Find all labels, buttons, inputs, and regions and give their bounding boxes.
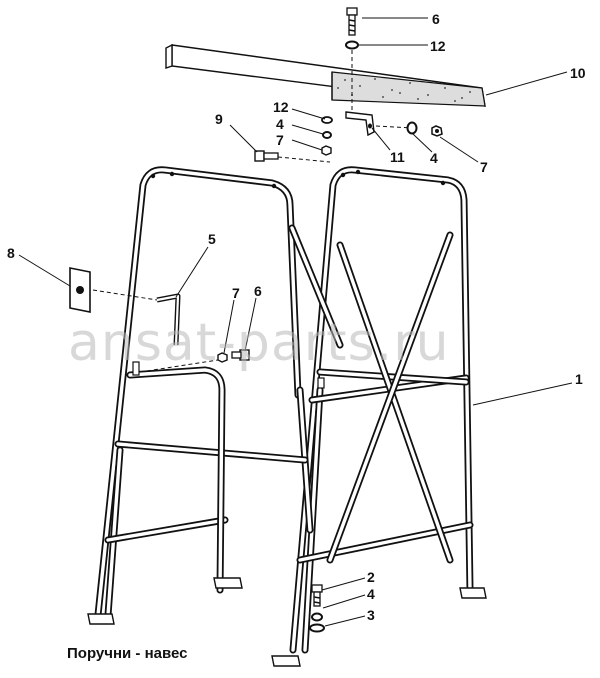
callout-4-left: 4 — [276, 116, 284, 132]
leader-lines — [18, 17, 573, 627]
washer-12 — [321, 116, 333, 124]
callout-11: 11 — [390, 149, 405, 165]
foot-washer — [309, 623, 325, 633]
callout-4-bottom: 4 — [367, 586, 375, 602]
handle — [156, 293, 181, 346]
railing-frame — [87, 166, 487, 667]
callout-4-right: 4 — [430, 150, 438, 166]
canopy-washer — [345, 40, 359, 50]
callout-7-mid: 7 — [232, 285, 240, 301]
hoop-bolt — [231, 349, 250, 361]
callout-7-right: 7 — [480, 159, 488, 175]
callout-8: 8 — [7, 245, 15, 261]
foot-lock-washer — [311, 612, 323, 622]
canopy-board — [165, 43, 486, 107]
foot-bolt — [311, 584, 323, 607]
callout-6-top: 6 — [432, 11, 440, 27]
bracket-lock-washer — [406, 121, 418, 135]
bolt-9 — [254, 150, 279, 162]
callout-12-top: 12 — [430, 38, 446, 54]
callout-7-left: 7 — [276, 132, 284, 148]
callout-3: 3 — [367, 607, 375, 623]
callout-6-mid: 6 — [254, 283, 262, 299]
lock-washer-4 — [322, 131, 332, 139]
watermark: ansat-parts.ru — [68, 313, 450, 373]
callout-9: 9 — [215, 111, 223, 127]
plate — [69, 267, 91, 313]
callout-10: 10 — [570, 65, 586, 81]
callout-12: 12 — [273, 99, 289, 115]
nut-7 — [321, 145, 332, 156]
callout-1: 1 — [575, 371, 583, 387]
callout-2: 2 — [367, 569, 375, 585]
callout-numbers: 6 12 10 12 4 7 9 11 4 7 8 5 7 6 1 2 4 3 — [7, 11, 586, 623]
canopy-bolt — [346, 7, 358, 36]
bracket — [345, 111, 375, 137]
diagram-caption: Поручни - навес — [67, 645, 188, 662]
callout-5: 5 — [208, 231, 216, 247]
